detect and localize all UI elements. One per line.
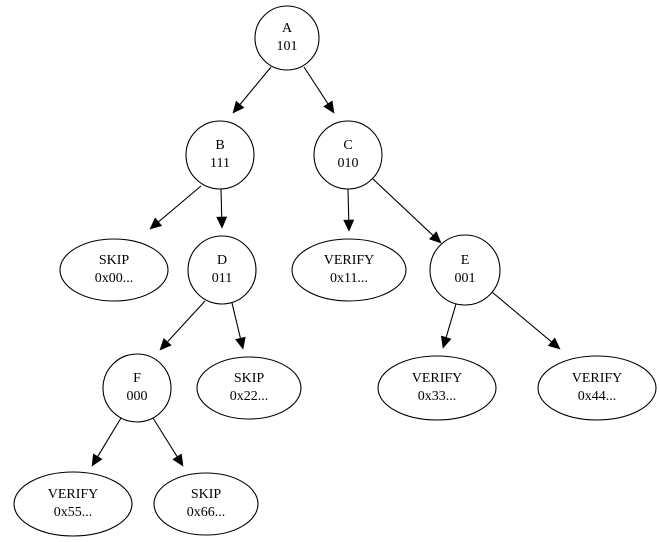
node-b[interactable]: B 111	[185, 120, 255, 190]
node-label-primary: VERIFY	[412, 371, 463, 386]
node-f[interactable]: F 000	[102, 353, 172, 423]
edge-arrowhead-icon	[91, 453, 103, 467]
node-shape-circle[interactable]	[102, 353, 172, 423]
edge-arrowhead-icon	[429, 231, 442, 244]
node-shape-ellipse[interactable]	[153, 472, 259, 536]
edge-line	[372, 178, 434, 236]
node-label-secondary: 111	[210, 156, 230, 171]
node-label-primary: A	[282, 21, 293, 36]
edge-line	[152, 417, 178, 457]
edge-arrowhead-icon	[323, 100, 335, 114]
node-label-secondary: 0x33...	[418, 389, 457, 404]
edges-layer	[91, 66, 561, 467]
edge-arrowhead-icon	[232, 100, 245, 114]
node-label-secondary: 0x11...	[330, 271, 368, 286]
edge-f-to-v55	[91, 417, 122, 467]
node-shape-circle[interactable]	[254, 5, 320, 71]
node-shape-ellipse[interactable]	[196, 356, 302, 420]
node-label-primary: B	[215, 138, 224, 153]
edge-line	[97, 417, 122, 457]
node-label-primary: E	[461, 253, 470, 268]
node-label-primary: F	[133, 371, 141, 386]
edge-arrowhead-icon	[547, 337, 561, 350]
edge-e-to-v44	[491, 291, 561, 350]
edge-c-to-e	[372, 178, 442, 244]
node-shape-ellipse[interactable]	[377, 355, 497, 421]
edge-line	[491, 291, 552, 343]
edge-a-to-c	[303, 66, 335, 114]
node-s22[interactable]: SKIP 0x22...	[196, 356, 302, 420]
edge-c-to-v11	[343, 188, 355, 232]
edge-line	[347, 188, 350, 221]
node-a[interactable]: A 101	[254, 5, 320, 71]
node-shape-ellipse[interactable]	[13, 471, 133, 537]
node-label-primary: SKIP	[191, 487, 222, 502]
node-d[interactable]: D 011	[187, 235, 257, 305]
node-shape-circle[interactable]	[429, 234, 501, 306]
edge-arrowhead-icon	[172, 453, 184, 467]
edge-e-to-v33	[440, 303, 457, 349]
node-shape-circle[interactable]	[187, 235, 257, 305]
node-v55[interactable]: VERIFY 0x55...	[13, 471, 133, 537]
node-shape-circle[interactable]	[185, 120, 255, 190]
edge-a-to-b	[232, 66, 272, 114]
edge-arrowhead-icon	[343, 219, 355, 232]
edge-line	[303, 66, 329, 105]
node-shape-ellipse[interactable]	[537, 355, 657, 421]
edge-line	[158, 185, 202, 223]
node-s00[interactable]: SKIP 0x00...	[59, 238, 169, 302]
node-shape-ellipse[interactable]	[291, 238, 407, 302]
node-label-primary: SKIP	[234, 371, 265, 386]
node-c[interactable]: C 010	[313, 120, 383, 190]
node-label-primary: C	[343, 138, 352, 153]
edge-line	[231, 302, 241, 339]
edge-line	[220, 188, 223, 218]
edge-arrowhead-icon	[159, 337, 172, 351]
edge-line	[445, 303, 457, 338]
edge-arrowhead-icon	[149, 217, 163, 230]
edge-f-to-s66	[152, 417, 184, 467]
edge-line	[167, 300, 206, 343]
node-label-primary: SKIP	[99, 253, 130, 268]
node-v44[interactable]: VERIFY 0x44...	[537, 355, 657, 421]
node-label-secondary: 0x22...	[230, 389, 269, 404]
node-shape-circle[interactable]	[313, 120, 383, 190]
node-label-secondary: 0x44...	[578, 389, 617, 404]
node-label-secondary: 010	[338, 156, 359, 171]
node-label-secondary: 0x55...	[54, 505, 93, 520]
node-v33[interactable]: VERIFY 0x33...	[377, 355, 497, 421]
node-s66[interactable]: SKIP 0x66...	[153, 472, 259, 536]
node-label-primary: D	[217, 253, 227, 268]
node-e[interactable]: E 001	[429, 234, 501, 306]
node-label-secondary: 000	[127, 389, 148, 404]
node-label-primary: VERIFY	[572, 371, 623, 386]
node-shape-ellipse[interactable]	[59, 238, 169, 302]
node-label-secondary: 0x66...	[187, 505, 226, 520]
edge-d-to-s22	[231, 302, 246, 350]
node-label-primary: VERIFY	[324, 253, 375, 268]
nodes-layer: A101B111C010SKIP0x00...D011VERIFY0x11...…	[13, 5, 657, 537]
edge-line	[239, 66, 272, 105]
node-label-secondary: 001	[455, 271, 476, 286]
edge-b-to-s00	[149, 185, 202, 230]
node-label-primary: VERIFY	[48, 487, 99, 502]
edge-d-to-f	[159, 300, 206, 351]
node-label-secondary: 101	[277, 39, 298, 54]
node-label-secondary: 0x00...	[95, 271, 134, 286]
edge-arrowhead-icon	[440, 335, 452, 349]
edge-b-to-d	[216, 188, 228, 229]
edge-arrowhead-icon	[235, 336, 246, 350]
edge-arrowhead-icon	[216, 216, 228, 229]
node-label-secondary: 011	[212, 271, 232, 286]
node-v11[interactable]: VERIFY 0x11...	[291, 238, 407, 302]
